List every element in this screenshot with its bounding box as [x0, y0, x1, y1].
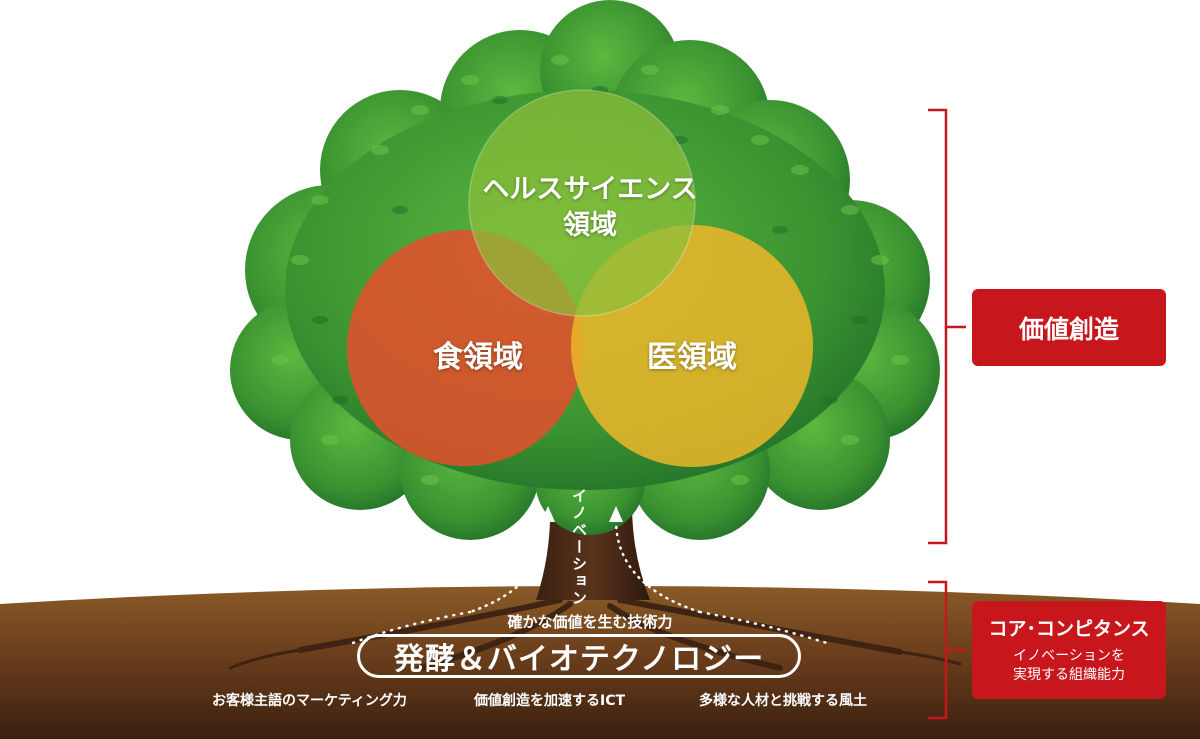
- value-creation-bracket: [928, 108, 966, 545]
- arrow-head-right: [609, 506, 623, 522]
- value-creation-box: 価値創造: [972, 289, 1166, 366]
- health-science-label-line1: ヘルスサイエンス: [482, 174, 698, 205]
- core-competence-sub-line1: イノベーションを: [1013, 648, 1125, 664]
- roots: [228, 597, 962, 671]
- food-domain-label: 食領域: [433, 340, 523, 375]
- health-science-label-line2: 領域: [563, 210, 617, 241]
- core-competence-box: コア･コンピタンス イノベーションを 実現する組織能力: [972, 601, 1166, 699]
- core-competence-sub-line2: 実現する組織能力: [1013, 667, 1125, 683]
- core-technology-pill: 発酵＆バイオテクノロジー: [357, 634, 801, 678]
- technology-caption: 確かな価値を生む技術力: [507, 613, 673, 631]
- core-competence-title: コア･コンピタンス: [988, 618, 1150, 640]
- medical-domain-label: 医領域: [647, 340, 737, 375]
- leaf-texture: [271, 55, 909, 485]
- leaf-texture-dark: [312, 86, 868, 454]
- bottom-caption-marketing: お客様主語のマーケティング力: [212, 693, 407, 709]
- soil-ground: [0, 586, 1200, 739]
- innovation-arrows: [348, 518, 832, 646]
- core-competence-bracket: [928, 580, 966, 720]
- bottom-caption-culture: 多様な人材と挑戦する風土: [699, 693, 867, 709]
- innovation-vertical-text: イノベーション: [570, 488, 588, 607]
- bottom-caption-ict: 価値創造を加速するICT: [474, 693, 626, 709]
- arrow-head-left: [541, 506, 555, 522]
- health-science-label: ヘルスサイエンス 領域: [480, 172, 700, 244]
- health-science-domain-circle: [468, 89, 696, 317]
